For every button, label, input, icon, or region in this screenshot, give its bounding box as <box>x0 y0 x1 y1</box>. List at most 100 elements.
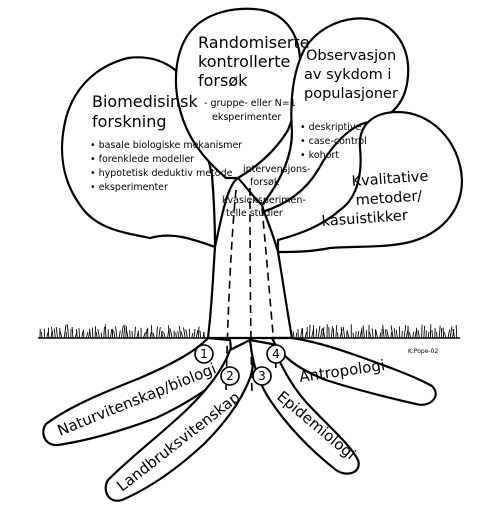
grass-blade <box>160 330 163 339</box>
grass-blade <box>357 330 360 339</box>
grass-blade <box>403 324 407 339</box>
grass-blade <box>120 325 124 339</box>
grass-blade <box>427 331 430 339</box>
bubble-observasjon: Observasjon av sykdom i populasjoner • d… <box>300 48 398 161</box>
observasjon-bullet: • case-control <box>300 136 367 147</box>
grass-blade <box>183 327 186 339</box>
grass-blade <box>449 326 453 339</box>
grass-blade <box>185 329 188 339</box>
grass-blade <box>71 326 74 339</box>
grass-blade <box>375 329 379 339</box>
grass-blade <box>384 329 387 339</box>
grass-blade <box>442 327 445 339</box>
bubble-randomiserte-outline <box>174 7 302 180</box>
artist-signature: K.Pope-02 <box>408 348 438 355</box>
grass-blade <box>191 332 194 339</box>
grass-blade <box>451 328 455 339</box>
randomiserte-bullet: - gruppe- eller N=1 <box>204 98 296 109</box>
root-4-outline <box>270 336 437 406</box>
grass-blade <box>160 331 164 339</box>
grass-blade <box>421 324 423 339</box>
grass-blade <box>97 328 100 339</box>
grass-blade <box>401 330 403 339</box>
grass-blade <box>297 328 299 339</box>
grass-blade <box>340 327 343 339</box>
grass-blade <box>59 331 63 339</box>
label-kvasi-2: telle studier <box>226 208 283 219</box>
dashed-channel-center <box>249 187 253 397</box>
svg-text:1: 1 <box>200 347 208 361</box>
grass-blade <box>75 328 78 339</box>
grass-blade <box>337 332 339 339</box>
grass-blade <box>431 329 434 339</box>
grass-blade <box>149 331 152 339</box>
bubble-kvalitative-outline <box>276 110 464 254</box>
grass-blade <box>455 324 458 339</box>
grass-blade <box>408 332 412 339</box>
biomedisinsk-bullet: • eksperimenter <box>90 182 168 193</box>
grass-blade <box>136 330 140 339</box>
bubble-observasjon-outline <box>260 17 410 214</box>
grass-blade <box>123 324 126 339</box>
observasjon-title-1: Observasjon <box>306 48 396 64</box>
root-number-4: 4 <box>266 344 286 364</box>
observasjon-title-3: populasjoner <box>304 86 398 102</box>
grass-blade <box>78 328 81 339</box>
grass-blade <box>193 328 196 339</box>
grass-blade <box>163 332 166 339</box>
grass-line <box>38 324 460 339</box>
grass-blade <box>197 326 200 339</box>
grass-blade <box>95 331 98 339</box>
grass-blade <box>423 325 426 339</box>
root-number-3: 3 <box>252 366 272 386</box>
grass-blade <box>417 330 420 339</box>
label-kvasi-1: kvasieksperimen- <box>222 195 306 206</box>
grass-blade <box>382 324 385 339</box>
biomedisinsk-title-2: forskning <box>92 112 166 131</box>
grass-blade <box>371 328 374 339</box>
grass-blade <box>40 331 43 339</box>
grass-blade <box>199 330 202 339</box>
grass-blade <box>109 329 113 339</box>
grass-blade <box>414 327 418 339</box>
grass-blade <box>94 326 97 339</box>
grass-blade <box>150 324 153 339</box>
biomedisinsk-bullet: • basale biologiske mekanismer <box>90 140 242 151</box>
grass-blade <box>322 327 325 339</box>
grass-blade <box>405 329 409 339</box>
grass-blade <box>369 332 372 339</box>
grass-blade <box>53 328 56 339</box>
grass-blade <box>292 331 295 339</box>
dashed-channel-left <box>225 189 237 391</box>
grass-blade <box>63 324 67 339</box>
grass-blade <box>178 325 182 339</box>
grass-blade <box>390 325 394 339</box>
trunk-labels: intervensjons- forsøk kvasieksperimen- t… <box>222 164 310 219</box>
grass-blade <box>335 325 338 339</box>
grass-blade <box>390 331 393 339</box>
grass-blade <box>115 326 118 339</box>
grass-blade <box>195 329 199 339</box>
grass-blade <box>346 330 350 339</box>
svg-text:4: 4 <box>272 347 280 361</box>
grass-blade <box>438 325 441 339</box>
grass-blade <box>395 329 398 339</box>
grass-blade <box>379 332 382 339</box>
grass-blade <box>386 329 390 339</box>
grass-blade <box>412 331 415 339</box>
grass-blade <box>177 330 180 339</box>
observasjon-title-2: av sykdom i <box>304 67 391 83</box>
svg-text:3: 3 <box>258 369 266 383</box>
randomiserte-bullet: eksperimenter <box>212 112 281 123</box>
biomedisinsk-bullet: • hypotetisk deduktiv metode <box>90 168 233 179</box>
grass-blade <box>322 328 326 339</box>
grass-blade <box>304 331 308 339</box>
grass-blade <box>142 332 146 339</box>
grass-blade <box>113 330 116 339</box>
grass-blade <box>180 331 184 339</box>
grass-blade <box>81 331 84 339</box>
grass-blade <box>452 328 456 339</box>
label-intervensjon-2: forsøk <box>250 177 280 188</box>
